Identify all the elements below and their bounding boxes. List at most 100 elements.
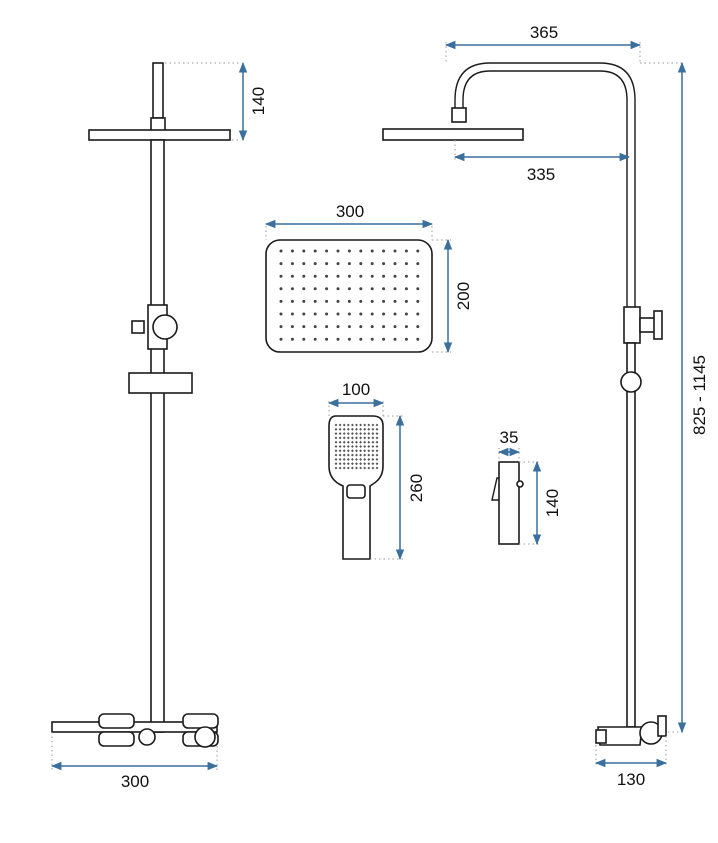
nozzle-dot <box>382 249 386 253</box>
nozzle-square <box>350 445 354 448</box>
nozzle-square <box>375 445 379 448</box>
nozzle-dot <box>302 249 306 253</box>
nozzle-dot <box>290 325 294 329</box>
nozzle-dot <box>370 274 374 278</box>
nozzle-dot <box>404 262 408 266</box>
dimension-left-base-width: 300 <box>50 732 219 791</box>
nozzle-dot <box>336 299 340 303</box>
front-right-handle-top <box>182 713 219 729</box>
nozzle-square <box>342 423 346 427</box>
nozzle-dot <box>347 312 351 316</box>
side-arm-outer <box>454 62 636 307</box>
wall-holder-screw <box>516 480 524 488</box>
nozzle-square <box>371 457 375 461</box>
nozzle-square <box>338 423 342 427</box>
nozzle-square <box>350 457 354 461</box>
nozzle-square <box>334 432 338 436</box>
nozzle-square <box>363 432 367 436</box>
nozzle-dot <box>279 249 283 253</box>
hand-shower-button <box>346 484 366 499</box>
nozzle-square <box>367 440 371 444</box>
nozzle-square <box>367 436 371 440</box>
nozzle-dot <box>279 274 283 278</box>
nozzle-dot <box>416 274 420 278</box>
nozzle-dot <box>325 312 329 316</box>
nozzle-square <box>371 453 375 457</box>
dimension-right-total-height: 825 - 1145 <box>640 61 709 734</box>
nozzle-dot <box>416 312 420 316</box>
nozzle-dot <box>370 299 374 303</box>
nozzle-square <box>363 423 367 427</box>
nozzle-dot <box>279 287 283 291</box>
nozzle-square <box>355 449 358 453</box>
nozzle-dot <box>290 249 294 253</box>
nozzle-square <box>350 436 354 440</box>
nozzle-dot <box>325 325 329 329</box>
nozzle-dot <box>347 287 351 291</box>
nozzle-square <box>338 445 342 448</box>
side-wall-mount <box>657 715 667 737</box>
wall-holder-hook <box>491 477 499 501</box>
dimension-head-width: 300 <box>264 202 434 240</box>
nozzle-dot <box>382 325 386 329</box>
nozzle-dot <box>370 287 374 291</box>
nozzle-dot <box>290 299 294 303</box>
label-right-base-depth: 130 <box>617 770 645 789</box>
front-outlet-right <box>194 726 216 748</box>
nozzle-square <box>334 462 338 466</box>
nozzle-square <box>350 440 354 444</box>
nozzle-square <box>375 457 379 461</box>
dimension-left-head-height: 140 <box>165 61 268 142</box>
side-arm-inner <box>462 70 628 307</box>
nozzle-dot <box>279 337 283 341</box>
nozzle-dot <box>325 274 329 278</box>
nozzle-dot <box>325 337 329 341</box>
nozzle-dot <box>359 312 363 316</box>
label-holder-width: 35 <box>500 428 519 447</box>
nozzle-square <box>367 427 371 431</box>
nozzle-dot <box>279 262 283 266</box>
nozzle-square <box>346 440 350 444</box>
nozzle-square <box>338 453 342 457</box>
nozzle-square <box>342 466 346 470</box>
nozzle-dot <box>313 312 317 316</box>
nozzle-square <box>363 445 367 448</box>
nozzle-dot <box>416 325 420 329</box>
nozzle-square <box>367 466 371 470</box>
nozzle-square <box>367 432 371 436</box>
nozzle-square <box>334 445 338 448</box>
nozzle-square <box>371 436 375 440</box>
nozzle-square <box>350 427 354 431</box>
nozzle-dot <box>347 274 351 278</box>
label-right-arm-reach: 335 <box>527 165 555 184</box>
nozzle-dot <box>404 249 408 253</box>
nozzle-square <box>359 457 363 461</box>
nozzle-square <box>338 436 342 440</box>
nozzle-square <box>334 457 338 461</box>
nozzle-square <box>375 449 379 453</box>
side-hand-shower-holder <box>620 371 642 393</box>
front-head-connector <box>150 117 166 132</box>
nozzle-square <box>334 427 338 431</box>
nozzle-dot <box>359 325 363 329</box>
label-head-depth: 200 <box>454 282 473 310</box>
nozzle-dot <box>359 337 363 341</box>
nozzle-square <box>371 423 375 427</box>
side-diverter-body <box>623 306 641 344</box>
nozzle-dot <box>313 249 317 253</box>
nozzle-dot <box>393 249 397 253</box>
nozzle-dot <box>416 262 420 266</box>
dimension-hand-width: 100 <box>327 380 385 416</box>
nozzle-square <box>342 445 346 448</box>
nozzle-dot <box>382 287 386 291</box>
nozzle-square <box>375 436 379 440</box>
nozzle-square <box>375 466 379 470</box>
nozzle-dot <box>290 287 294 291</box>
nozzle-dot <box>302 274 306 278</box>
nozzle-square <box>363 427 367 431</box>
overhead-shower-head-detail <box>265 239 433 353</box>
nozzle-square <box>367 449 371 453</box>
nozzle-dot <box>404 337 408 341</box>
nozzle-dot <box>382 274 386 278</box>
